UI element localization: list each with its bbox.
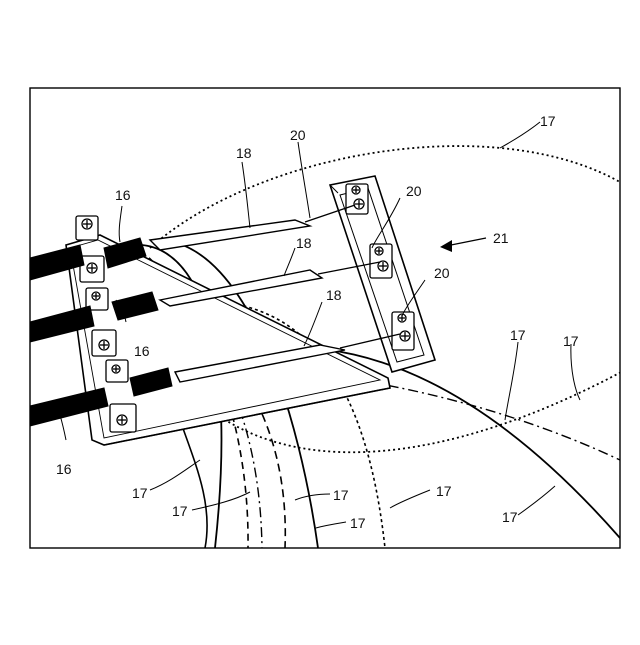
label-20-b: 20 (406, 183, 422, 199)
label-16-b: 16 (134, 343, 150, 359)
label-20-c: 20 (434, 265, 450, 281)
label-18-a: 18 (236, 145, 252, 161)
label-17-h: 17 (436, 483, 452, 499)
label-17-e: 17 (172, 503, 188, 519)
label-18-c: 18 (326, 287, 342, 303)
label-16-a: 16 (115, 187, 131, 203)
label-17-i: 17 (502, 509, 518, 525)
label-17-b: 17 (510, 327, 526, 343)
label-17-g: 17 (350, 515, 366, 531)
label-18-b: 18 (296, 235, 312, 251)
label-17-d: 17 (132, 485, 148, 501)
fixture-arrow (440, 238, 486, 252)
label-17-f: 17 (333, 487, 349, 503)
label-16-c: 16 (56, 461, 72, 477)
label-21: 21 (493, 230, 509, 246)
label-17-c: 17 (563, 333, 579, 349)
label-20-a: 20 (290, 127, 306, 143)
label-17-a: 17 (540, 113, 556, 129)
